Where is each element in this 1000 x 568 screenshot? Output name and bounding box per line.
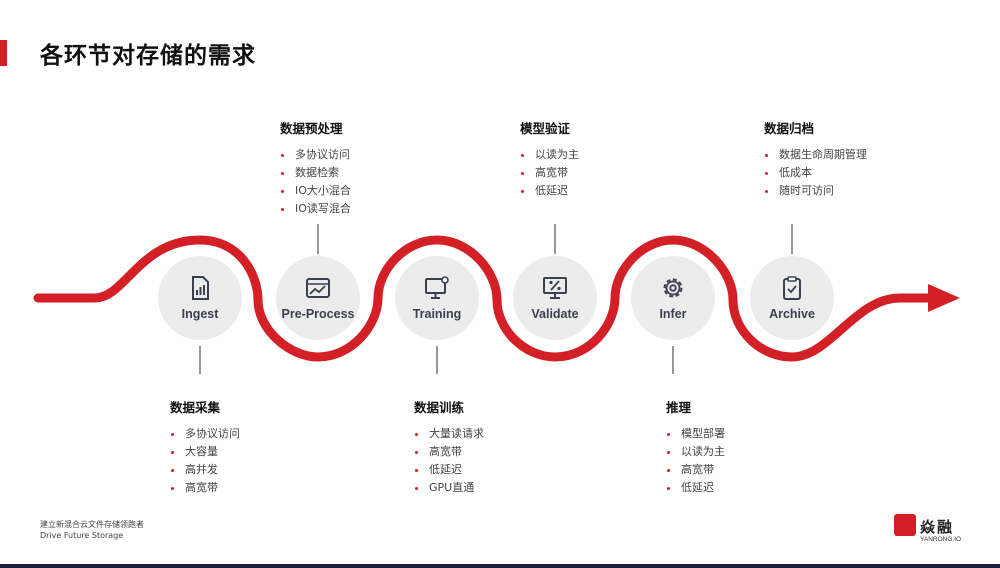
stage-label: Infer (659, 307, 687, 321)
req-title: 数据训练 (414, 400, 465, 415)
req-block-archive: 数据归档 数据生命周期管理 低成本 随时可访问 (764, 118, 867, 200)
req-title: 推理 (666, 400, 692, 415)
stage-archive: Archive (750, 256, 834, 340)
footer: 建立新混合云文件存储领跑者 Drive Future Storage (40, 519, 144, 541)
req-item: 数据生命周期管理 (764, 146, 867, 164)
req-item: IO大小混合 (280, 182, 351, 200)
stage-validate: Validate (513, 256, 597, 340)
arrow-head (928, 284, 960, 312)
req-title: 数据采集 (170, 400, 221, 415)
footer-tagline: Drive Future Storage (40, 531, 124, 540)
stage-label: Validate (531, 307, 579, 321)
clipboard-check-icon (783, 276, 801, 300)
footer-slogan: 建立新混合云文件存储领跑者 (40, 520, 144, 529)
req-item: 随时可访问 (764, 182, 867, 200)
req-item: 多协议访问 (170, 425, 240, 443)
req-block-training: 数据训练 大量读请求 高宽带 低延迟 GPU直通 (414, 397, 484, 497)
monitor-gear-icon (425, 276, 449, 299)
req-item: 低延迟 (520, 182, 579, 200)
stage-label: Ingest (181, 307, 219, 321)
req-item: 高并发 (170, 461, 240, 479)
req-list: 模型部署 以读为主 高宽带 低延迟 (666, 425, 725, 497)
stage-training: Training (395, 256, 479, 340)
req-item: 低成本 (764, 164, 867, 182)
logo-name: 焱融 (920, 518, 955, 536)
req-item: 多协议访问 (280, 146, 351, 164)
req-item: 高宽带 (170, 479, 240, 497)
req-item: GPU直通 (414, 479, 484, 497)
req-title: 数据预处理 (280, 121, 343, 136)
req-item: 以读为主 (666, 443, 725, 461)
req-list: 数据生命周期管理 低成本 随时可访问 (764, 146, 867, 200)
stage-infer: Infer (631, 256, 715, 340)
title-accent-bar (0, 40, 7, 66)
req-item: 以读为主 (520, 146, 579, 164)
stage-label: Archive (769, 307, 815, 321)
req-list: 多协议访问 数据检索 IO大小混合 IO读写混合 (280, 146, 351, 218)
wave-line (33, 235, 943, 362)
stage-preprocess: Pre-Process (276, 256, 360, 340)
req-item: 高宽带 (666, 461, 725, 479)
monitor-percent-icon (543, 277, 567, 299)
req-block-infer: 推理 模型部署 以读为主 高宽带 低延迟 (666, 397, 725, 497)
document-chart-icon (192, 276, 209, 300)
page-title: 各环节对存储的需求 (40, 43, 256, 69)
req-item: 低延迟 (666, 479, 725, 497)
req-block-ingest: 数据采集 多协议访问 大容量 高并发 高宽带 (170, 397, 240, 497)
req-list: 多协议访问 大容量 高并发 高宽带 (170, 425, 240, 497)
logo-mark-icon (894, 514, 916, 536)
req-block-validate: 模型验证 以读为主 高宽带 低延迟 (520, 118, 579, 200)
req-block-preprocess: 数据预处理 多协议访问 数据检索 IO大小混合 IO读写混合 (280, 118, 351, 218)
stage-label: Training (412, 307, 462, 321)
req-title: 数据归档 (764, 121, 815, 136)
logo-sub: YANRONG.IO (920, 536, 962, 543)
req-item: 高宽带 (414, 443, 484, 461)
req-item: 低延迟 (414, 461, 484, 479)
chart-card-icon (306, 278, 330, 298)
req-item: 大量读请求 (414, 425, 484, 443)
req-item: 模型部署 (666, 425, 725, 443)
req-item: 数据检索 (280, 164, 351, 182)
bottom-divider (0, 564, 1000, 568)
req-list: 大量读请求 高宽带 低延迟 GPU直通 (414, 425, 484, 497)
req-item: 大容量 (170, 443, 240, 461)
req-item: 高宽带 (520, 164, 579, 182)
gear-icon (663, 278, 683, 298)
req-list: 以读为主 高宽带 低延迟 (520, 146, 579, 200)
company-logo: 焱融 YANRONG.IO (894, 512, 974, 552)
stage-ingest: Ingest (158, 256, 242, 340)
req-title: 模型验证 (520, 121, 571, 136)
req-item: IO读写混合 (280, 200, 351, 218)
stage-label: Pre-Process (281, 307, 355, 321)
